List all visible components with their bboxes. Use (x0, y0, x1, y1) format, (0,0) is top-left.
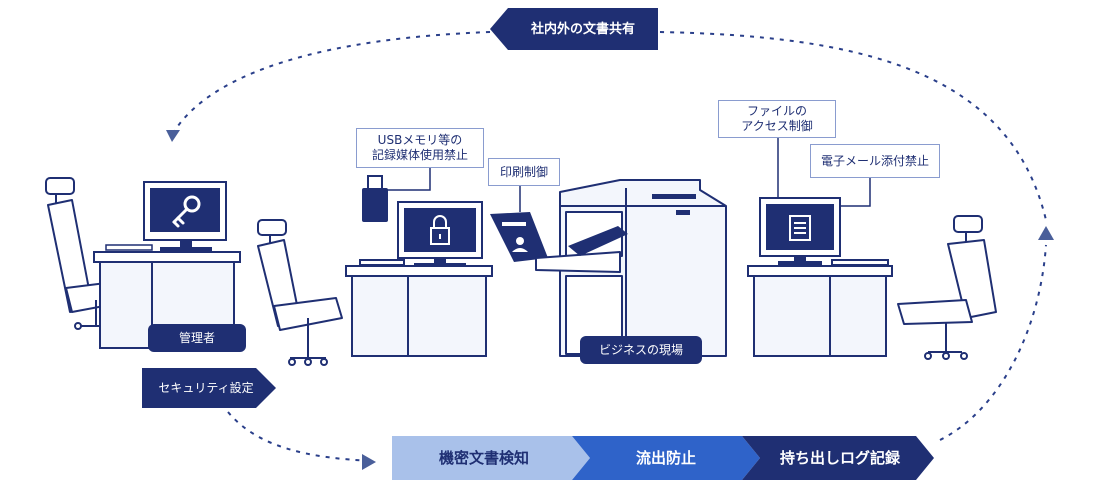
usb-callout-line1: USBメモリ等の (377, 133, 463, 147)
business-label: ビジネスの現場 (580, 336, 702, 364)
usb-drive-icon (362, 175, 388, 222)
step-1-shape (392, 436, 590, 480)
right-monitor (759, 197, 841, 265)
step-3-shape (742, 436, 934, 480)
step-2-label: 流出防止 (635, 448, 696, 467)
file-access-callout: ファイルの アクセス制御 (718, 100, 836, 138)
bottom-left-arc (227, 411, 373, 462)
cycle-top-label: 社内外の文書共有 (530, 21, 635, 37)
padlock-icon (430, 215, 450, 245)
security-label: セキュリティ設定 (158, 380, 254, 395)
visitor-chair-left (257, 219, 343, 366)
step-2-shape (572, 436, 760, 480)
admin-label: 管理者 (148, 324, 246, 352)
arrowhead-right-icon (1038, 226, 1054, 240)
security-label-shape (142, 368, 276, 408)
step-1-label: 機密文書検知 (438, 448, 529, 467)
admin-monitor (105, 181, 227, 251)
usb-callout: USBメモリ等の 記録媒体使用禁止 (356, 128, 484, 168)
cycle-label-shape (490, 8, 658, 50)
key-icon (172, 195, 201, 228)
multifunction-printer (535, 179, 727, 357)
arrowhead-bottom-icon (362, 454, 376, 470)
right-desk (747, 259, 893, 357)
center-desk (345, 259, 493, 357)
printed-document-icon (490, 212, 548, 262)
document-icon (789, 215, 811, 241)
email-callout: 電子メール添付禁止 (810, 144, 940, 178)
visitor-chair-right (897, 215, 997, 360)
center-monitor (397, 201, 483, 267)
file-callout-line2: アクセス制御 (741, 119, 813, 133)
file-callout-line1: ファイルの (746, 104, 807, 118)
cycle-dashed-path (171, 31, 1047, 462)
email-callout-connector (840, 178, 871, 207)
step-3-label: 持ち出しログ記録 (779, 448, 900, 467)
arrowhead-left-icon (166, 130, 180, 142)
paper-output-icon (568, 226, 628, 256)
usb-callout-line2: 記録媒体使用禁止 (371, 148, 468, 162)
usb-callout-connector (384, 168, 431, 191)
top-left-arc (171, 31, 491, 136)
print-callout: 印刷制御 (488, 158, 560, 186)
